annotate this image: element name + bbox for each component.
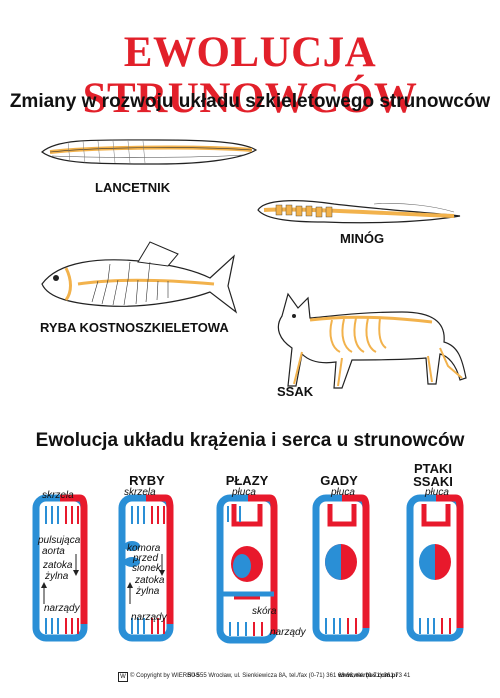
lamprey-illustration bbox=[257, 200, 461, 224]
page-title: EWOLUCJA STRUNOWCÓW bbox=[82, 29, 418, 122]
mammal-illustration bbox=[277, 292, 467, 389]
circulation-diagram-primitive bbox=[32, 494, 88, 642]
mammal-label: SSAK bbox=[277, 384, 314, 399]
column-ssaki: SSAKI bbox=[413, 474, 453, 489]
label-aorta: aorta bbox=[42, 546, 65, 557]
column-gady: GADY bbox=[320, 473, 358, 488]
footer-copyright: © Copyright by WIERBUS bbox=[130, 673, 200, 679]
skeleton-section-heading: Zmiany w rozwoju układu szkieletowego st… bbox=[9, 91, 491, 112]
column-ptaki: PTAKI bbox=[413, 461, 453, 476]
label-zatoka-1: zatoka bbox=[43, 560, 73, 571]
label-skora: skóra bbox=[252, 606, 277, 617]
lancelet-label: LANCETNIK bbox=[95, 180, 171, 195]
circulation-diagram-reptile bbox=[312, 494, 370, 642]
label-sionek: sionek bbox=[132, 563, 161, 574]
label-narzady-1: narządy bbox=[44, 603, 80, 614]
label-zylna-2: żylna bbox=[136, 586, 160, 597]
column-ryby: RYBY bbox=[129, 473, 165, 488]
circulation-diagram-amphibian bbox=[216, 494, 278, 644]
circulation-section-heading: Ewolucja układu krążenia i serca u strun… bbox=[35, 430, 465, 451]
circulation-diagram-fish bbox=[118, 494, 174, 642]
publisher-logo-icon: W bbox=[118, 672, 128, 682]
label-skrzela-2: skrzela bbox=[124, 487, 156, 498]
circulation-diagram-bird-mammal bbox=[406, 494, 464, 642]
label-zylna-1: żylna bbox=[45, 571, 69, 582]
lancelet-illustration bbox=[41, 139, 258, 165]
lamprey-label: MINÓG bbox=[340, 231, 385, 246]
label-pluca-plazy: płuca bbox=[232, 487, 256, 498]
footer-web: www.wierbus.com.pl bbox=[338, 673, 398, 679]
bony-fish-label: RYBA KOSTNOSZKIELETOWA bbox=[40, 320, 229, 335]
label-komora: komora bbox=[127, 543, 161, 554]
bony-fish-illustration bbox=[41, 241, 238, 314]
label-zatoka-2: zatoka bbox=[135, 575, 165, 586]
footer-address: 50-555 Wrocław, ul. Sienkiewicza 8A, tel… bbox=[188, 673, 411, 679]
label-pluca-gady: płuca bbox=[331, 487, 355, 498]
label-pulsujaca: pulsująca bbox=[38, 535, 81, 546]
label-pluca-ptaki: płuca bbox=[425, 487, 449, 498]
label-skrzela-1: skrzela bbox=[42, 490, 74, 501]
label-przed: przed bbox=[133, 553, 159, 564]
label-narzady-3: narządy bbox=[270, 627, 306, 638]
label-narzady-2: narządy bbox=[131, 612, 167, 623]
column-plazy: PŁAZY bbox=[225, 473, 269, 488]
